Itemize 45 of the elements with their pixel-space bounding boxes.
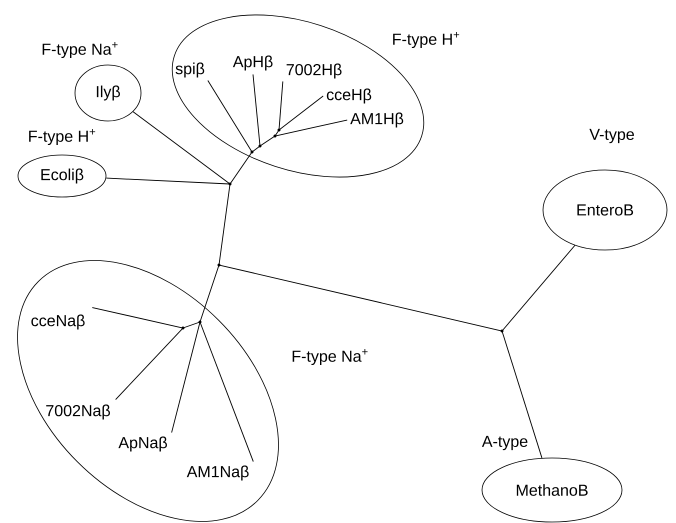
clade-label: F-type Na$^{+}$ bbox=[42, 42, 118, 58]
leaf-label: cceHβ bbox=[326, 88, 372, 104]
branch-line bbox=[218, 264, 502, 332]
branch-line bbox=[252, 74, 260, 146]
branch-point bbox=[250, 150, 254, 154]
branch-line bbox=[218, 184, 230, 266]
branch-line bbox=[230, 152, 252, 184]
branch-point bbox=[500, 330, 504, 332]
branch-point bbox=[228, 182, 232, 186]
branch-line bbox=[171, 322, 200, 433]
branch-line bbox=[106, 178, 230, 184]
branch-line bbox=[274, 130, 280, 136]
branch-point bbox=[274, 134, 276, 138]
branch-line bbox=[252, 146, 260, 152]
branch-point bbox=[182, 326, 184, 330]
leaf-label: AM1Naβ bbox=[186, 466, 249, 480]
branch-line bbox=[502, 244, 576, 332]
branch-point bbox=[278, 128, 280, 132]
leaf-label: ApHβ bbox=[232, 56, 273, 70]
branch-line bbox=[274, 120, 348, 136]
branch-line bbox=[278, 81, 284, 130]
leaf-label: spiβ bbox=[176, 62, 204, 78]
branch-line bbox=[182, 322, 200, 328]
clade-label: A-type bbox=[482, 436, 528, 450]
clade-label: F-type Na$^{+}$ bbox=[292, 348, 368, 366]
clade-label: F-type H$^{+}$ bbox=[393, 32, 460, 48]
leaf-label: 7002Hβ bbox=[286, 64, 342, 78]
branch-line bbox=[207, 80, 252, 152]
leaf-label: ApNaβ bbox=[118, 436, 167, 452]
branch-line bbox=[132, 111, 230, 184]
leaf-label: cceNaβ bbox=[31, 314, 85, 330]
branch-line bbox=[278, 96, 324, 130]
clade-label: V-type bbox=[589, 128, 634, 144]
branch-line bbox=[200, 264, 220, 322]
branch-point bbox=[198, 320, 202, 324]
leaf-label: 7002Naβ bbox=[46, 404, 110, 420]
branch-line bbox=[502, 330, 542, 458]
branch-line bbox=[92, 307, 184, 328]
branch-point bbox=[218, 264, 220, 266]
branch-line bbox=[115, 328, 184, 400]
clade-label: F-type H$^{+}$ bbox=[29, 128, 96, 146]
branch-line bbox=[260, 136, 276, 146]
branch-point bbox=[258, 144, 262, 148]
branch-line bbox=[200, 322, 254, 462]
leaf-label: AM1Hβ bbox=[350, 112, 404, 128]
